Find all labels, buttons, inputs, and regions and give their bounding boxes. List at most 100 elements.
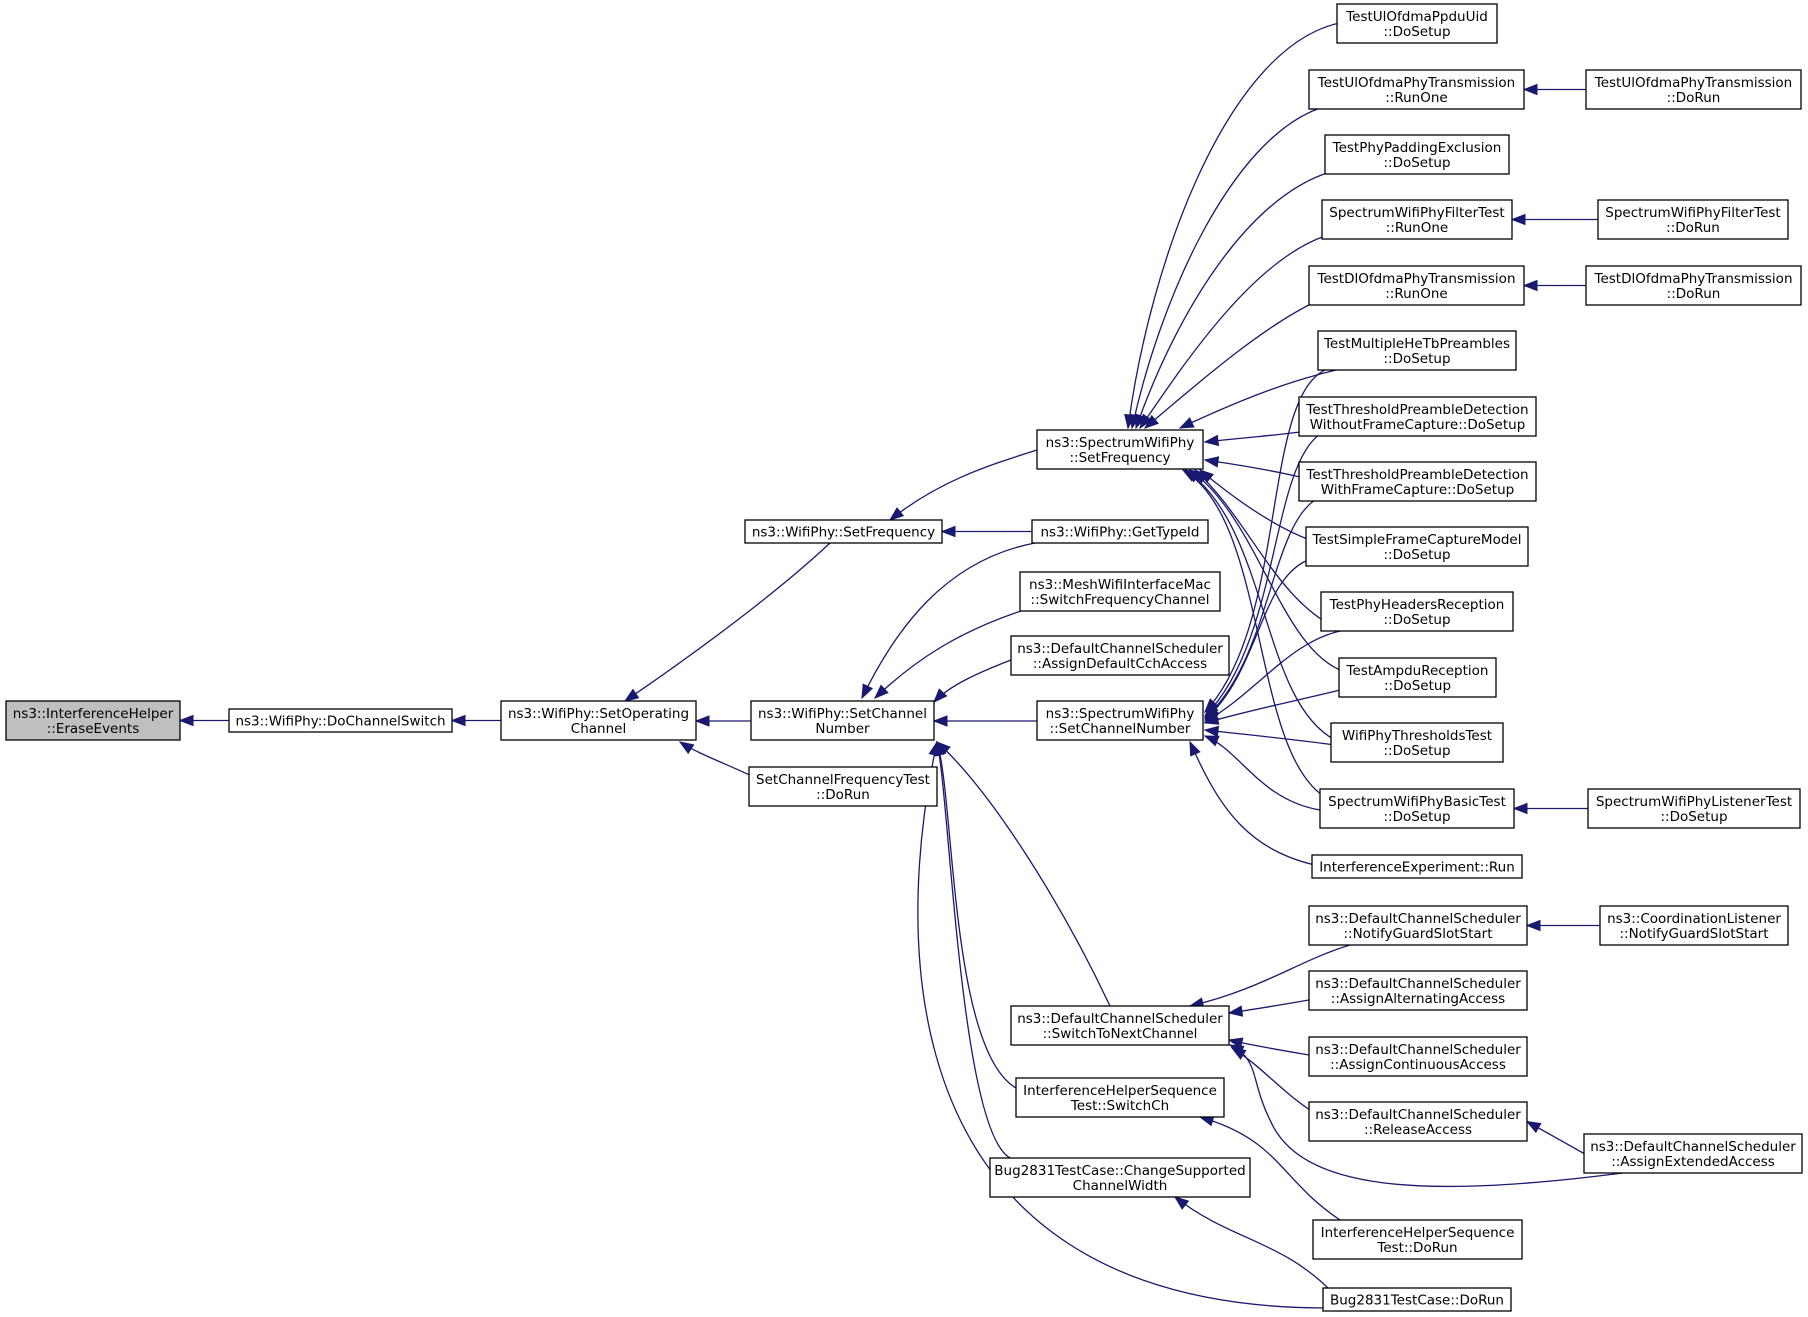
node-dlphyro[interactable]: TestDlOfdmaPhyTransmission::RunOne [1308, 265, 1525, 306]
node-dcsalt[interactable]: ns3::DefaultChannelScheduler::AssignAlte… [1308, 970, 1528, 1011]
node-filtro[interactable]: SpectrumWifiPhyFilterTest::RunOne [1321, 199, 1513, 240]
node-label: ::DoRun [816, 787, 870, 803]
node-label: ns3::SpectrumWifiPhy [1046, 435, 1195, 451]
node-box [1305, 526, 1529, 567]
node-sspscn[interactable]: ns3::SpectrumWifiPhy::SetChannelNumber [1036, 700, 1204, 741]
node-box [1308, 905, 1528, 946]
node-dcscont[interactable]: ns3::DefaultChannelScheduler::AssignCont… [1308, 1036, 1528, 1077]
node-label: ::DoSetup [1383, 612, 1450, 628]
node-box [1298, 461, 1537, 502]
node-padding[interactable]: TestPhyPaddingExclusion::DoSetup [1324, 134, 1510, 175]
edge-ihstrun-to-ihstsw [1199, 1116, 1341, 1221]
node-label: InterferenceExperiment::Run [1319, 860, 1515, 876]
arrowhead-sspsf [1203, 434, 1220, 447]
edge-sspsf-to-setfreq [889, 449, 1038, 521]
node-box [1599, 905, 1789, 946]
node-label: WifiPhyThresholdsTest [1342, 728, 1492, 744]
arrowhead-setop [678, 741, 695, 755]
node-label: ::NotifyGuardSlotStart [1343, 926, 1492, 942]
node-box [1587, 788, 1801, 829]
node-dcsext[interactable]: ns3::DefaultChannelScheduler::AssignExte… [1583, 1133, 1803, 1174]
arrowhead-setchnum [873, 684, 889, 699]
node-ulphyro[interactable]: TestUlOfdmaPhyTransmission::RunOne [1308, 69, 1525, 110]
node-label: ::RunOne [1386, 220, 1448, 236]
edge-multihe-to-sspsf [1179, 367, 1346, 429]
node-box [1031, 519, 1209, 544]
node-box [1330, 722, 1504, 763]
node-dcsguard[interactable]: ns3::DefaultChannelScheduler::NotifyGuar… [1308, 905, 1528, 946]
node-label: Channel [571, 721, 626, 737]
edge-gettypeid-to-setchnum [861, 542, 1036, 699]
node-tpdw[interactable]: TestThresholdPreambleDetectionWithFrameC… [1298, 461, 1537, 502]
arrowhead-sspsf [1181, 469, 1198, 482]
node-thresh[interactable]: WifiPhyThresholdsTest::DoSetup [1330, 722, 1504, 763]
node-dcsrel[interactable]: ns3::DefaultChannelScheduler::ReleaseAcc… [1308, 1101, 1528, 1142]
node-label: ::SetChannelNumber [1050, 721, 1191, 737]
node-ulppdu[interactable]: TestUlOfdmaPpduUid::DoSetup [1336, 3, 1498, 44]
edge-dcsext-to-dcsswitch [1229, 1044, 1631, 1188]
node-bugch[interactable]: Bug2831TestCase::ChangeSupportedChannelW… [989, 1157, 1251, 1198]
node-label: ::SwitchFrequencyChannel [1031, 592, 1210, 608]
edge-tpdwo-to-sspscn [1204, 433, 1321, 717]
node-label: WithoutFrameCapture::DoSetup [1310, 417, 1526, 433]
node-setfreq[interactable]: ns3::WifiPhy::SetFrequency [744, 519, 943, 544]
node-box [1317, 330, 1517, 371]
node-erase[interactable]: ns3::InterferenceHelper::EraseEvents [5, 700, 181, 741]
node-simplefc[interactable]: TestSimpleFrameCaptureModel::DoSetup [1305, 526, 1529, 567]
node-label: ::AssignExtendedAccess [1611, 1154, 1775, 1170]
node-label: ns3::DefaultChannelScheduler [1590, 1139, 1796, 1155]
node-gettypeid[interactable]: ns3::WifiPhy::GetTypeId [1031, 519, 1209, 544]
edge-thresh-to-sspsf [1185, 469, 1336, 741]
node-iexp[interactable]: InterferenceExperiment::Run [1311, 854, 1523, 879]
node-ampdu[interactable]: TestAmpduReception::DoSetup [1338, 657, 1497, 698]
node-label: ::AssignDefaultCchAccess [1033, 656, 1207, 672]
node-listener[interactable]: SpectrumWifiPhyListenerTest::DoSetup [1587, 788, 1801, 829]
node-box [1308, 265, 1525, 306]
arrowhead-sspsf [1178, 417, 1195, 429]
node-multihe[interactable]: TestMultipleHeTbPreambles::DoSetup [1317, 330, 1517, 371]
node-box [1322, 1287, 1512, 1312]
node-label: ns3::WifiPhy::GetTypeId [1040, 525, 1199, 541]
node-label: Number [815, 721, 870, 737]
node-dcsswitch[interactable]: ns3::DefaultChannelScheduler::SwitchToNe… [1010, 1005, 1230, 1046]
arrowhead-setop [623, 688, 640, 702]
arrowhead-sspsf [1139, 413, 1153, 430]
edge-ihstsw-to-setchnum [936, 741, 1021, 1091]
node-label: ::RunOne [1385, 90, 1447, 106]
node-sspsf[interactable]: ns3::SpectrumWifiPhy::SetFrequency [1036, 429, 1204, 470]
node-box [500, 700, 697, 741]
call-edges [178, 21, 1631, 1309]
node-basic[interactable]: SpectrumWifiPhyBasicTest::DoSetup [1319, 788, 1515, 829]
node-meshsw[interactable]: ns3::MeshWifiInterfaceMac::SwitchFrequen… [1019, 571, 1221, 612]
node-dlphydr[interactable]: TestDlOfdmaPhyTransmission::DoRun [1585, 265, 1802, 306]
edge-ulphyro-to-sspsf [1131, 107, 1321, 429]
node-dcsdefault[interactable]: ns3::DefaultChannelScheduler::AssignDefa… [1010, 635, 1230, 676]
node-label: ns3::DefaultChannelScheduler [1315, 1107, 1521, 1123]
edge-padding-to-sspsf [1135, 171, 1331, 429]
node-bugrun[interactable]: Bug2831TestCase::DoRun [1322, 1287, 1512, 1312]
node-setchnum[interactable]: ns3::WifiPhy::SetChannelNumber [750, 700, 935, 741]
node-label: ns3::DefaultChannelScheduler [1017, 641, 1223, 657]
node-headers[interactable]: TestPhyHeadersReception::DoSetup [1320, 591, 1514, 632]
node-box [228, 708, 453, 733]
node-label: TestPhyHeadersReception [1329, 597, 1505, 613]
node-dochsw[interactable]: ns3::WifiPhy::DoChannelSwitch [228, 708, 453, 733]
node-filtdr[interactable]: SpectrumWifiPhyFilterTest::DoRun [1597, 199, 1789, 240]
node-box [1015, 1077, 1225, 1118]
node-label: ::AssignAlternatingAccess [1331, 991, 1505, 1007]
node-scft[interactable]: SetChannelFrequencyTest::DoRun [748, 766, 938, 807]
arrowhead-setfreq [940, 525, 956, 538]
node-box [1308, 970, 1528, 1011]
edge-multihe-to-sspscn [1204, 367, 1331, 713]
node-box [1597, 199, 1789, 240]
node-label: TestPhyPaddingExclusion [1332, 140, 1502, 156]
arrowhead-sspscn [1203, 735, 1220, 747]
node-label: ns3::WifiPhy::SetFrequency [752, 525, 935, 541]
node-tpdwo[interactable]: TestThresholdPreambleDetectionWithoutFra… [1298, 396, 1537, 437]
node-ulphydr[interactable]: TestUlOfdmaPhyTransmission::DoRun [1585, 69, 1802, 110]
node-coord[interactable]: ns3::CoordinationListener::NotifyGuardSl… [1599, 905, 1789, 946]
